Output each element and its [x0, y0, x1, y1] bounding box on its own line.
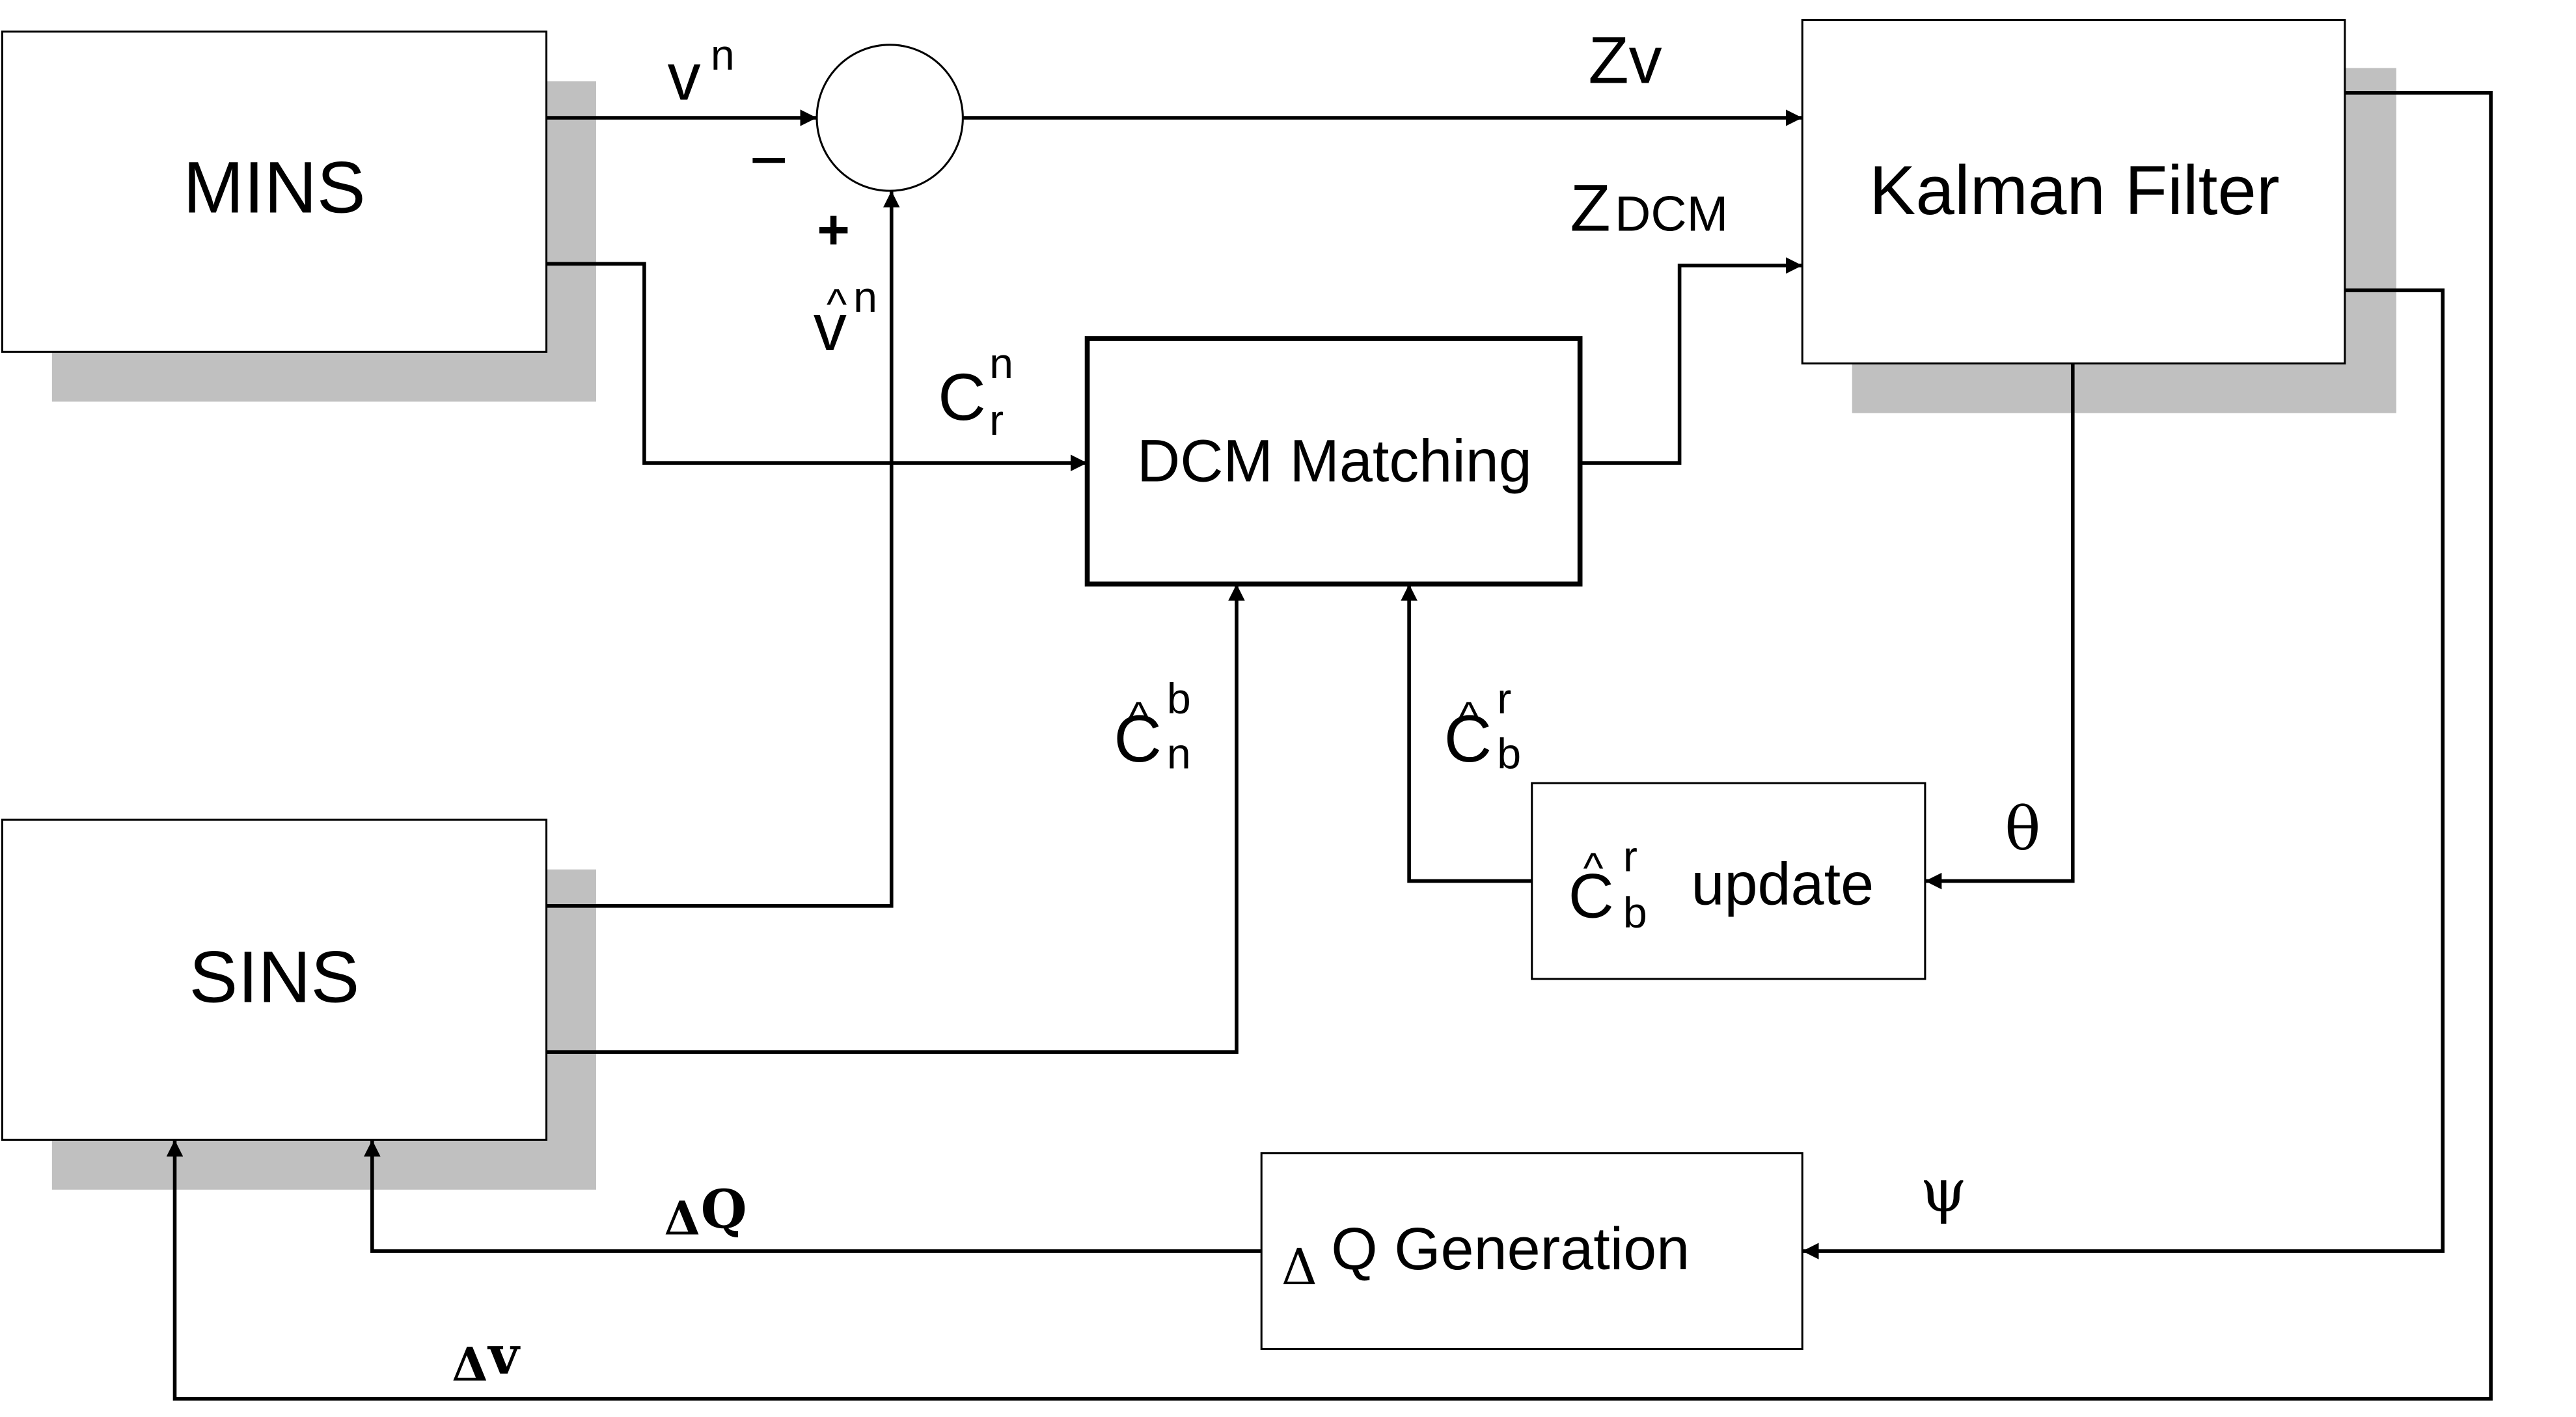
chat-nb-base: C [1114, 702, 1162, 776]
delta-v-delta: Δ [452, 1337, 487, 1392]
chat-br-hat: ^ [1459, 693, 1479, 741]
dq-generation-label: Q Generation [1331, 1216, 1690, 1282]
kalman-to-update-line [1925, 363, 2075, 890]
label-chat-nb: ^ C b n [1114, 675, 1190, 778]
label-zv: Zv [1588, 23, 1662, 97]
chat-nb-sub: n [1167, 730, 1191, 778]
vhat-sup: n [853, 273, 877, 322]
label-zdcm: Z DCM [1570, 171, 1728, 245]
mins-label: MINS [183, 146, 365, 228]
vhat-base: v [814, 290, 847, 365]
kalman-to-sins-dv-line [166, 90, 2493, 1401]
mins-to-dcm-line [546, 262, 1088, 471]
crn-sub: r [989, 396, 1004, 445]
dq-generation-block: Δ Q Generation [1260, 1152, 1803, 1351]
chat-nb-hat: ^ [1129, 693, 1149, 741]
cb-update-hat: ^ [1583, 844, 1603, 892]
dcm-matching-block: DCM Matching [1084, 336, 1583, 587]
vn-base: v [668, 40, 701, 114]
label-theta: θ [2005, 794, 2040, 864]
label-psi: ψ [1920, 1156, 1967, 1226]
label-vn: v n [668, 31, 735, 114]
chat-br-sup: r [1497, 675, 1511, 723]
summing-junction [815, 44, 964, 192]
chat-nb-sup: b [1167, 675, 1191, 723]
label-delta-v: Δ v [452, 1325, 521, 1392]
sins-block: SINS [1, 818, 548, 1141]
delta-q-delta: Δ [665, 1191, 700, 1246]
sins-label: SINS [189, 936, 360, 1018]
label-delta-q: Δ Q [665, 1178, 747, 1245]
dq-to-sins-line [364, 1140, 1262, 1253]
crn-base: C [938, 360, 986, 434]
dq-generation-delta: Δ [1281, 1239, 1317, 1297]
label-vhat-n: ^ v n [814, 273, 877, 365]
delta-v-label: v [487, 1325, 521, 1387]
cb-update-label: update [1691, 851, 1874, 917]
dcm-matching-label: DCM Matching [1137, 428, 1532, 494]
dcm-to-kalman-line [1580, 257, 1803, 465]
sins-to-dcm-line [546, 584, 1245, 1054]
kalman-to-dq-line [1802, 288, 2445, 1259]
delta-q-label: Q [701, 1178, 747, 1241]
label-chat-br: ^ C r b [1444, 675, 1521, 778]
kalman-filter-label: Kalman Filter [1869, 151, 2280, 229]
vhat-hat: ^ [827, 280, 847, 328]
crn-sup: n [989, 340, 1013, 388]
sins-to-sum-line [546, 191, 900, 908]
zdcm-sub: DCM [1615, 186, 1728, 241]
plus-sign: + [817, 199, 850, 261]
mins-block: MINS [1, 30, 548, 353]
zdcm-base: Z [1570, 171, 1610, 245]
label-crn: C n r [938, 340, 1013, 445]
minus-sign: − [749, 122, 788, 197]
cb-update-base: C [1569, 860, 1614, 931]
chat-br-base: C [1444, 702, 1492, 776]
cb-update-sub: b [1623, 889, 1647, 937]
cb-update-sup: r [1623, 832, 1637, 881]
update-to-dcm-line [1401, 584, 1532, 883]
kalman-filter-block: Kalman Filter [1801, 19, 2346, 365]
cb-update-block: ^ C r b update [1531, 782, 1926, 980]
chat-br-sub: b [1497, 730, 1521, 778]
vn-sup: n [711, 31, 735, 79]
